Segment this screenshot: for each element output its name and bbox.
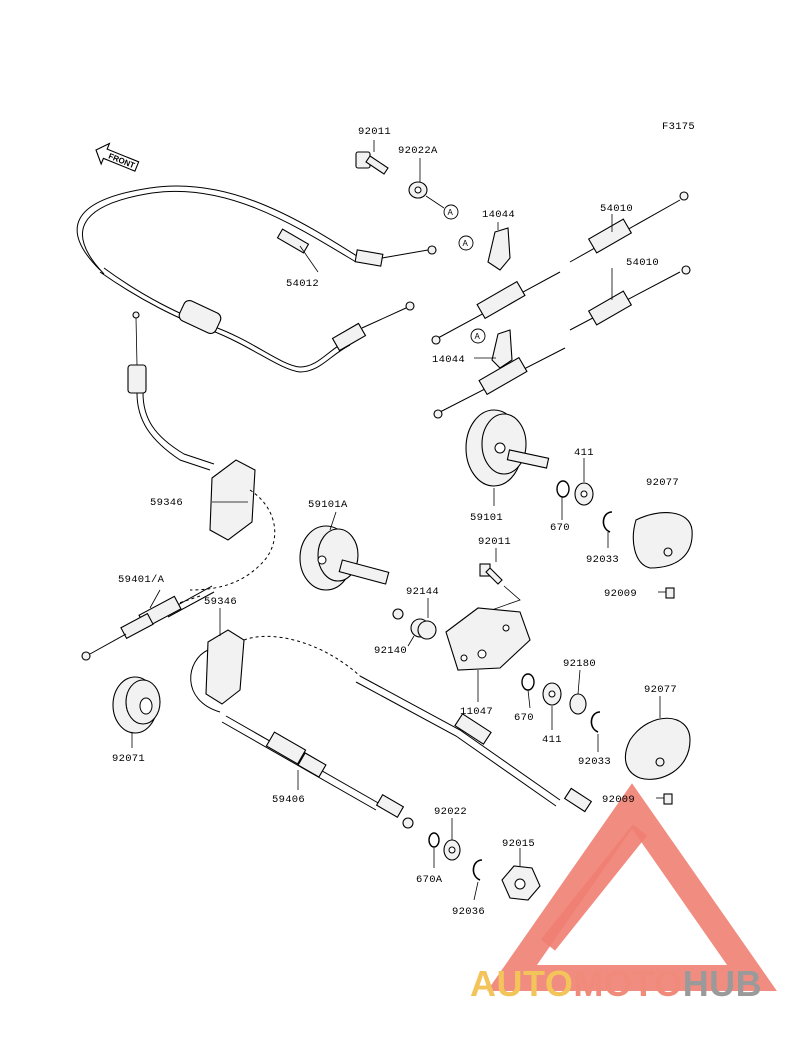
label-59346-top: 59346 bbox=[150, 497, 183, 509]
watermark-part-moto: MOTO bbox=[573, 963, 683, 1004]
nut-washer-group bbox=[428, 832, 541, 901]
label-14044-mid: 14044 bbox=[432, 354, 465, 366]
label-92015: 92015 bbox=[502, 838, 535, 850]
plate-11047 bbox=[445, 607, 531, 671]
pulley-59101A bbox=[299, 525, 390, 591]
label-670A: 670A bbox=[416, 874, 443, 886]
cable-59406 bbox=[190, 629, 593, 829]
label-92077-low: 92077 bbox=[644, 684, 677, 696]
washers-lower bbox=[521, 673, 601, 733]
label-92011-mid: 92011 bbox=[478, 536, 511, 548]
front-label: FRONT bbox=[107, 152, 136, 171]
label-670-low: 670 bbox=[514, 712, 534, 724]
bolt-92011-mid bbox=[479, 563, 521, 629]
label-92036: 92036 bbox=[452, 906, 485, 918]
label-92180: 92180 bbox=[563, 658, 596, 670]
label-59346-mid: 59346 bbox=[204, 596, 237, 608]
brackets-14044 bbox=[487, 227, 513, 369]
cable-54012 bbox=[76, 185, 437, 373]
callout-a-2: A bbox=[458, 235, 474, 251]
cover-92077-lower bbox=[624, 717, 691, 805]
label-92033-top: 92033 bbox=[586, 554, 619, 566]
label-92140: 92140 bbox=[374, 645, 407, 657]
label-411-top: 411 bbox=[574, 447, 594, 459]
callout-a-1: A bbox=[443, 204, 459, 220]
label-54010-mid: 54010 bbox=[626, 257, 659, 269]
label-92033-low: 92033 bbox=[578, 756, 611, 768]
label-92022A: 92022A bbox=[398, 145, 438, 157]
callout-a-3: A bbox=[470, 328, 486, 344]
leader-lines bbox=[131, 140, 666, 901]
part-92071 bbox=[112, 676, 161, 734]
cables-54010 bbox=[431, 191, 691, 419]
label-59406: 59406 bbox=[272, 794, 305, 806]
watermark-part-auto: AUTO bbox=[470, 963, 574, 1004]
pulley-59101 bbox=[465, 409, 550, 487]
front-direction-arrow: FRONT bbox=[95, 142, 140, 172]
label-54010-top: 54010 bbox=[600, 203, 633, 215]
label-411-low: 411 bbox=[542, 734, 562, 746]
label-14044-top: 14044 bbox=[482, 209, 515, 221]
svg-text:A: A bbox=[448, 208, 454, 217]
cover-92077-upper bbox=[632, 512, 693, 599]
label-92077-top: 92077 bbox=[646, 477, 679, 489]
watermark-logo bbox=[487, 783, 777, 991]
label-92011-top: 92011 bbox=[358, 126, 391, 138]
label-59101: 59101 bbox=[470, 512, 503, 524]
cable-59401A bbox=[81, 585, 215, 661]
label-92144: 92144 bbox=[406, 586, 439, 598]
watermark-text: AUTOMOTOHUB bbox=[470, 962, 800, 1006]
svg-text:A: A bbox=[475, 332, 481, 341]
label-54012: 54012 bbox=[286, 278, 319, 290]
spring-92144 bbox=[392, 608, 437, 640]
label-59401A: 59401/A bbox=[118, 574, 165, 586]
label-92071: 92071 bbox=[112, 753, 145, 765]
washers-upper bbox=[556, 480, 613, 533]
label-11047: 11047 bbox=[460, 706, 493, 718]
label-59101A: 59101A bbox=[308, 499, 348, 511]
cable-59346-upper bbox=[127, 311, 276, 607]
label-670-top: 670 bbox=[550, 522, 570, 534]
watermark-part-hub: HUB bbox=[682, 963, 763, 1004]
figure-code: F3175 bbox=[662, 121, 695, 133]
label-92009-low: 92009 bbox=[602, 794, 635, 806]
bolt-92011-top bbox=[355, 151, 428, 199]
label-92022: 92022 bbox=[434, 806, 467, 818]
label-92009-top: 92009 bbox=[604, 588, 637, 600]
svg-text:A: A bbox=[463, 239, 469, 248]
part-number-labels: F3175 92011 92022A 14044 54010 54012 540… bbox=[112, 121, 695, 918]
